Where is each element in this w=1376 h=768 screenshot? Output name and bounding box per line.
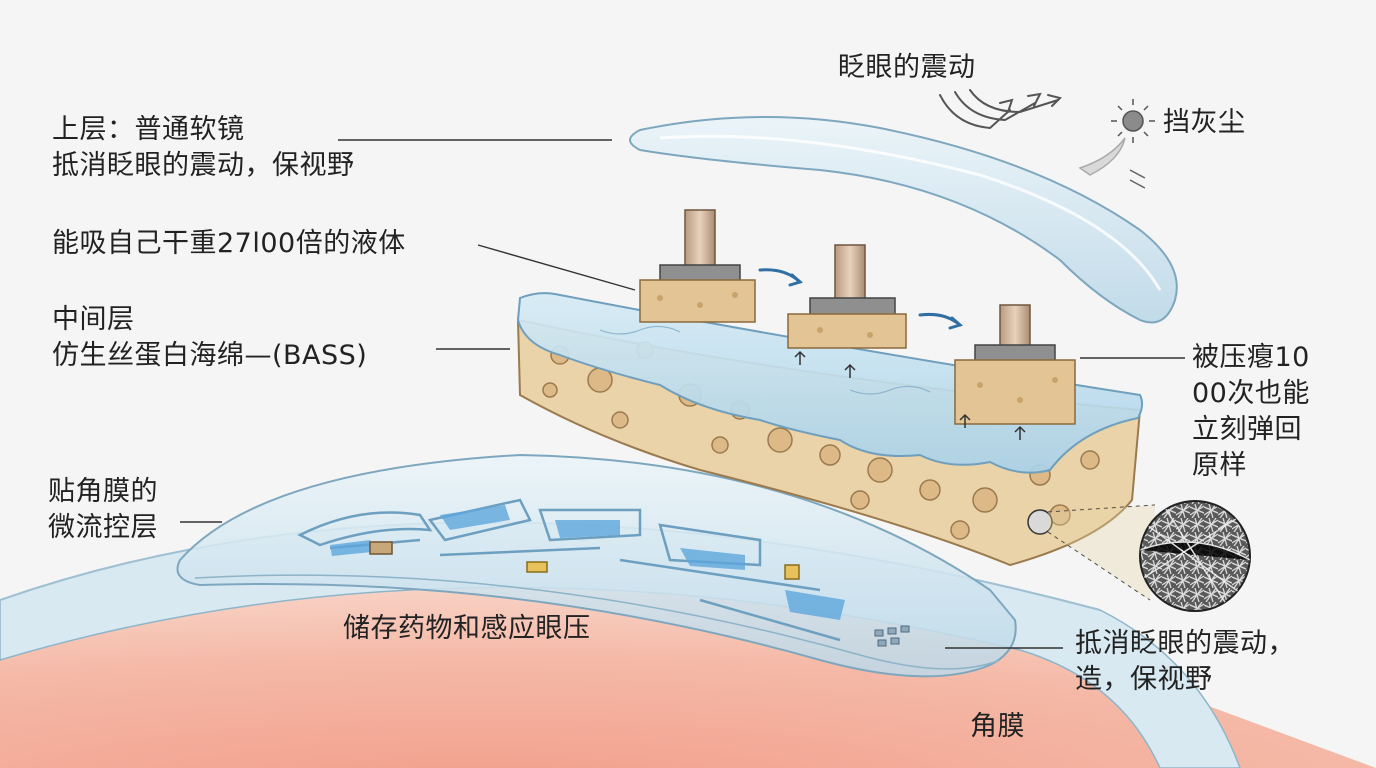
cornea-label: 角膜 — [970, 711, 1025, 742]
blink-vibration-lower-label: 抵消眨眼的震动， 造，保视野 — [1075, 628, 1295, 695]
storage-label: 储存药物和感应眼压 — [343, 613, 591, 644]
dust-particle-icon — [1078, 99, 1155, 189]
sensor-chip — [526, 561, 548, 573]
dust-label: 挡灰尘 — [1163, 107, 1246, 138]
upper-layer-label: 上层：普通软镜 抵消眨眼的震动，保视野 — [52, 114, 355, 181]
leader-lines — [180, 139, 1185, 649]
microfluidic-layer-label: 贴角膜的 微流控层 — [48, 476, 158, 543]
compress-label: 被压瘪10 00次也能 立刻弹回 原样 — [1192, 342, 1310, 481]
electrode-pads — [874, 625, 910, 647]
upper-soft-lens — [629, 116, 1178, 324]
storage-chip — [369, 541, 393, 555]
middle-layer-label: 中间层 仿生丝蛋白海绵—(BASS) — [52, 304, 368, 371]
bass-sponge-layer — [516, 292, 1144, 567]
microfluidic-layer — [176, 453, 1017, 678]
press-rods — [639, 209, 1076, 440]
fiber-magnifier-icon — [1027, 500, 1251, 612]
absorb-label: 能吸自己干重27l00倍的液体 — [52, 228, 406, 259]
press-arrow-icon — [758, 268, 964, 330]
motion-arrows-icon — [939, 89, 1062, 130]
blink-vibration-label: 眨眼的震动 — [838, 52, 976, 83]
eye-surface — [0, 572, 1376, 768]
